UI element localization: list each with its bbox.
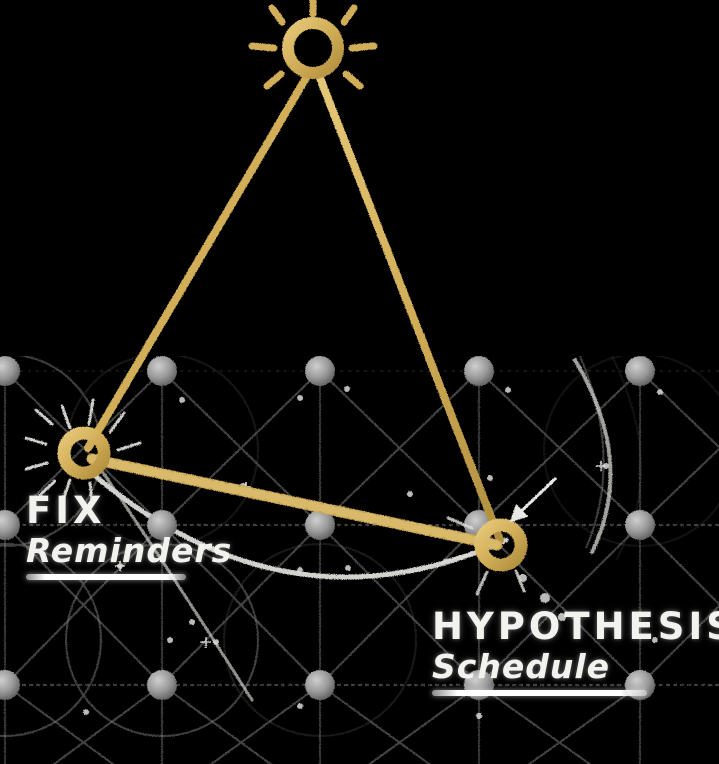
sun-ring: [282, 17, 344, 79]
hypothesis-arrow-icon: [509, 476, 558, 523]
sparkle-specks: [83, 386, 663, 719]
label-hypothesis-title: HYPOTHESIS: [432, 605, 719, 648]
gold-edge-layer: [84, 74, 504, 551]
fix-node-ring: [57, 426, 111, 480]
fix-node-burst: [24, 398, 142, 505]
hypothesis-node-burst: [442, 516, 526, 596]
plus-sparkles: [115, 461, 606, 648]
edge-fix-to-hypothesis-stitch: [87, 454, 502, 550]
label-hypothesis-subtitle: Schedule: [432, 646, 611, 686]
label-hypothesis[interactable]: HYPOTHESIS Schedule: [432, 608, 719, 696]
bright-arc: [85, 467, 509, 580]
hypothesis-node[interactable]: [442, 476, 558, 596]
lattice-layer: [0, 356, 719, 764]
sun-rays: [248, 0, 378, 90]
label-fix-title: FIX: [26, 489, 106, 532]
fix-node[interactable]: [24, 398, 142, 505]
label-fix-subtitle: Reminders: [26, 530, 233, 570]
label-fix-underline: [26, 573, 186, 580]
edge-sun-to-hypothesis: [316, 74, 504, 544]
label-hypothesis-underline: [432, 689, 647, 696]
hypothesis-node-ring: [474, 518, 528, 572]
label-fix[interactable]: FIX Reminders: [26, 492, 232, 580]
bright-arc-right: [573, 358, 613, 554]
lattice-nodes: [0, 356, 655, 700]
lattice-horizontals: [0, 370, 719, 686]
edge-sun-to-fix: [84, 74, 310, 452]
lattice-diagonals: [4, 370, 719, 764]
sun-emitter[interactable]: [248, 0, 378, 90]
secondary-arc: [98, 466, 254, 702]
